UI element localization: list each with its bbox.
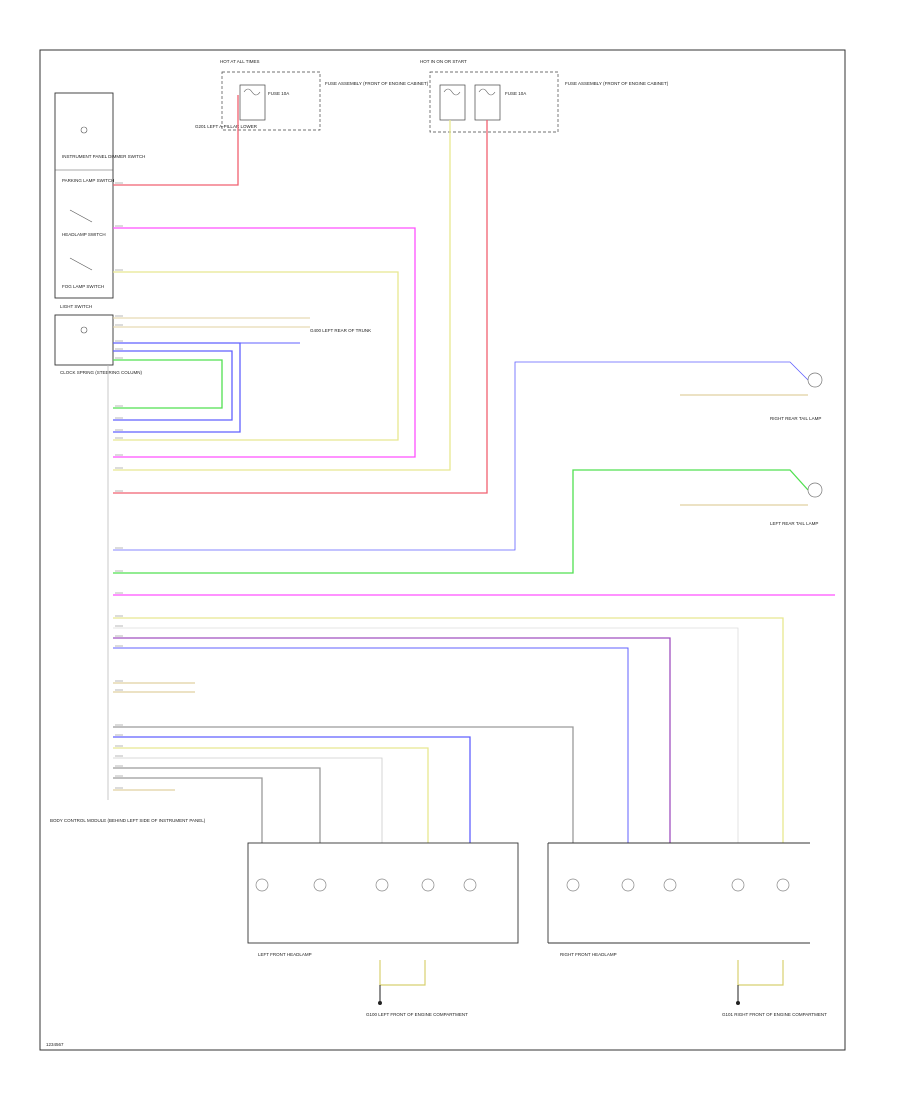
right-rear-tail-lamp-label: RIGHT REAR TAIL LAMP [770,416,821,421]
wire-yellow-feed [113,120,451,471]
wire-blue-1 [113,342,241,433]
right-bulb-icon [776,878,790,892]
switch-contact-icon [69,257,93,271]
ground-icon [736,1001,740,1005]
bulb-icon [807,372,823,388]
fuse-icon [478,88,496,96]
ground-icon [378,1001,382,1005]
left-headlamp-label: LEFT FRONT HEADLAMP [258,952,312,957]
wire-yellow-rh [113,617,784,843]
wire-blue-rh [113,647,629,843]
bulb-icon [807,482,823,498]
left-rear-tail-lamp: LEFT REAR TAIL LAMP [770,482,823,526]
light-switch: INSTRUMENT PANEL DIMMER SWITCH PARKING L… [54,92,145,375]
fuse-block-2-title: HOT IN ON OR START [420,59,467,64]
fuse-block-1-title: HOT AT ALL TIMES [220,59,260,64]
fuse-2-rating: FUSE 10A [505,91,526,96]
ground-label-0: G201 LEFT A-PILLAR LOWER [195,124,258,129]
left-bulb-icon [255,878,269,892]
right-bulb-icon [731,878,745,892]
left-bulb-icon [375,878,389,892]
wire-green-tail [113,469,809,574]
wire-green-1 [113,359,223,409]
right-bulb-icon [566,878,580,892]
wire-blue-tail [113,361,809,551]
fuse-2-note: FUSE ASSEMBLY (FRONT OF ENGINE CABINET) [565,81,669,86]
pin-ticks-layer [115,182,123,789]
right-front-headlamp: RIGHT FRONT HEADLAMP [547,842,810,957]
switch-item-2: HEADLAMP SWITCH [62,232,106,237]
right-headlamp-label: RIGHT FRONT HEADLAMP [560,952,617,957]
left-rear-tail-lamp-label: LEFT REAR TAIL LAMP [770,521,818,526]
wire-gray-lh2 [113,777,263,843]
fuse-block-1: HOT AT ALL TIMES FUSE 10A FUSE ASSEMBLY … [220,59,429,131]
wire-red-dimmer [113,95,239,186]
right-bulb-icon [621,878,635,892]
clock-spring-icon [80,326,88,334]
fuse-icon [243,88,261,96]
wire-yellow-lh [113,747,429,843]
wire-yellow-head [113,271,399,441]
wire-blue-lh [113,736,471,843]
fuse-block-2: HOT IN ON OR START FUSE 10A FUSE ASSEMBL… [420,59,669,133]
wire-gray-rh [113,726,574,843]
switch-item-3: FOG LAMP SWITCH [62,284,104,289]
switch-item-0: INSTRUMENT PANEL DIMMER SWITCH [62,154,145,159]
switch-item-1: PARKING LAMP SWITCH [62,178,114,183]
dimmer-icon [80,126,88,134]
ground-g100: G100 LEFT FRONT OF ENGINE COMPARTMENT [366,960,468,1017]
switch-contact-icon [69,209,93,223]
wire-red-feed [113,120,488,494]
ground-bottom-1: G101 RIGHT FRONT OF ENGINE COMPARTMENT [722,1012,827,1017]
wire-white-lh [113,757,383,843]
ground-bottom-0: G100 LEFT FRONT OF ENGINE COMPARTMENT [366,1012,468,1017]
diagram-frame [39,49,846,1051]
ground-g101: G101 RIGHT FRONT OF ENGINE COMPARTMENT [722,960,827,1017]
right-rear-tail-lamp: RIGHT REAR TAIL LAMP [770,372,823,421]
left-front-headlamp: LEFT FRONT HEADLAMP [247,842,519,957]
wire-gray-lh [113,767,321,843]
fuse-1-rating: FUSE 10A [268,91,289,96]
wire-purple-rh [113,637,671,843]
wires-layer [107,95,835,843]
module-label: CLOCK SPRING (STEERING COLUMN) [60,370,143,375]
left-bulb-icon [421,878,435,892]
wire-blue-2 [113,350,233,421]
footer-code: 1234567 [46,1042,64,1047]
fuse-1-note: FUSE ASSEMBLY (FRONT OF ENGINE CABINET) [325,81,429,86]
left-bulb-icon [313,878,327,892]
wire-magenta-park [113,227,416,458]
left-bulb-icon [463,878,477,892]
right-bulb-icon [663,878,677,892]
fuse-icon [443,88,461,96]
switch-bottom-label: LIGHT SWITCH [60,304,92,309]
ground-label-1: G400 LEFT REAR OF TRUNK [310,328,371,333]
controller-label: BODY CONTROL MODULE (BEHIND LEFT SIDE OF… [50,818,206,823]
wire-white-rh [113,627,739,843]
